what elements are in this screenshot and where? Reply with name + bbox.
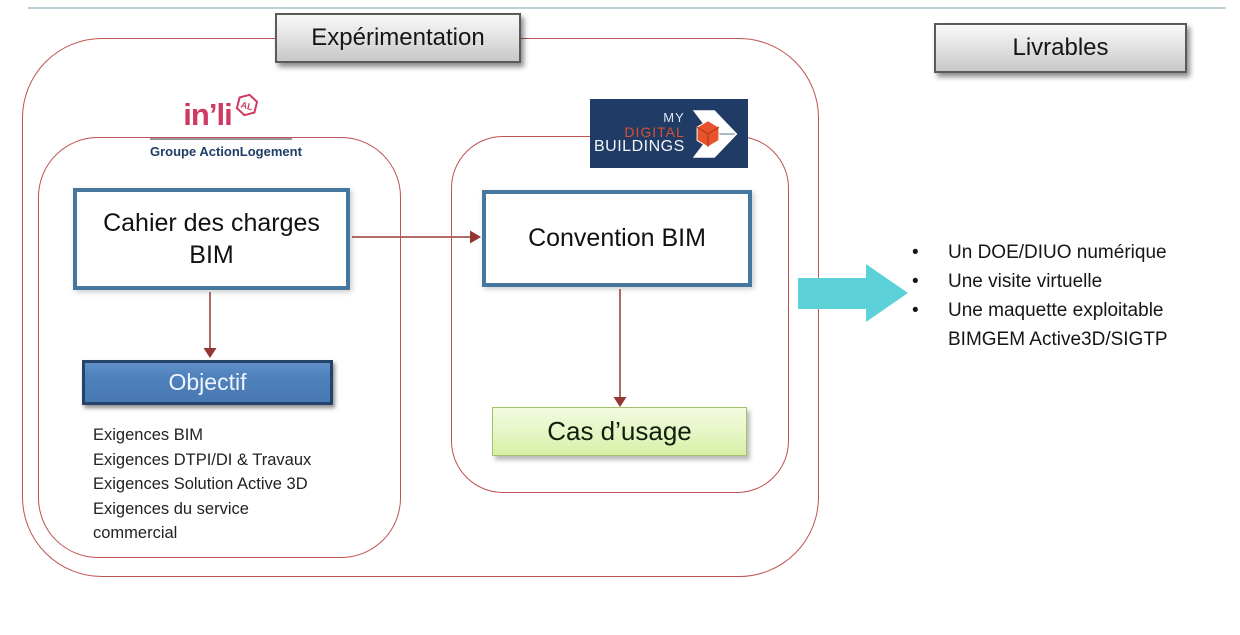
exigence-item: Exigences du service commercial (93, 499, 249, 543)
flow-arrow-icon (798, 264, 908, 322)
objectif-box: Objectif (82, 360, 333, 405)
cahier-des-charges-box: Cahier des charges BIM (73, 188, 350, 290)
experimentation-header: Expérimentation (275, 13, 521, 63)
inli-logo-subtitle: Groupe ActionLogement (150, 144, 302, 159)
exigence-item: Exigences DTPI/DI & Travaux (93, 450, 312, 469)
exigence-item: Exigences Solution Active 3D (93, 475, 308, 493)
inli-subframe (38, 137, 401, 558)
experimentation-label: Expérimentation (311, 24, 485, 51)
cas-usage-label: Cas d’usage (547, 416, 692, 446)
cahier-des-charges-label: Cahier des charges BIM (103, 208, 320, 270)
mdb-arrow-cube-icon (692, 109, 738, 158)
cas-usage-box: Cas d’usage (492, 407, 747, 456)
inli-al-badge-icon: AL (235, 93, 258, 117)
inli-logo: in’li AL Groupe ActionLogement (150, 93, 302, 159)
objectif-label: Objectif (168, 369, 247, 395)
livrable-item: Un DOE/DIUO numérique (906, 238, 1208, 267)
svg-text:AL: AL (239, 100, 254, 113)
inli-logo-text: in’li (183, 97, 232, 132)
livrables-label: Livrables (1012, 34, 1109, 61)
my-digital-buildings-logo: MY DIGITAL BUILDINGS (590, 99, 748, 168)
convention-bim-label: Convention BIM (528, 224, 706, 253)
mdb-logo-line1: MY (663, 109, 685, 125)
livrable-item: Une maquette exploitable BIMGEM Active3D… (906, 296, 1208, 354)
inli-logo-rule (150, 138, 292, 140)
mdb-logo-line3: BUILDINGS (594, 138, 685, 156)
mdb-logo-line2: DIGITAL (624, 123, 685, 140)
convention-bim-box: Convention BIM (482, 190, 752, 287)
exigence-item: Exigences BIM (93, 426, 204, 444)
exigences-list: Exigences BIM Exigences DTPI/DI & Travau… (93, 423, 335, 546)
livrables-header: Livrables (934, 23, 1187, 73)
top-divider-line (28, 7, 1226, 9)
livrable-item: Une visite virtuelle (906, 267, 1208, 296)
livrables-list: Un DOE/DIUO numérique Une visite virtuel… (906, 238, 1208, 354)
